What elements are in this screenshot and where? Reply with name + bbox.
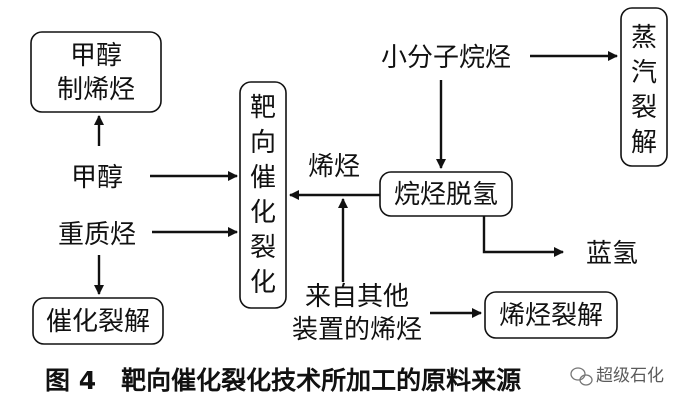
wechat-icon: [570, 367, 593, 386]
arrow-dehydro-to-h2: [482, 216, 565, 258]
watermark: 超级石化: [570, 366, 664, 386]
blue-hydrogen-label: 蓝氢: [586, 239, 638, 269]
targeted_catalytic_cracking-char: 化: [250, 268, 276, 298]
steam_cracking-char: 裂: [631, 93, 657, 123]
figure-caption: 图 4 靶向催化裂化技术所加工的原料来源: [45, 366, 521, 395]
mto-label-line2: 制烯烃: [57, 75, 135, 105]
small-molecule-alkanes-label: 小分子烷烃: [381, 43, 511, 73]
olefin-cracking-label: 烯烃裂解: [499, 301, 603, 331]
other-olefins-label-line2: 装置的烯烃: [292, 315, 422, 345]
steam_cracking-char: 解: [631, 128, 657, 158]
methanol-to-olefins-box: [30, 31, 162, 113]
targeted_catalytic_cracking-char: 靶: [250, 93, 276, 123]
targeted-catalytic-cracking-box: [239, 81, 287, 309]
steam_cracking-char: 蒸: [631, 23, 657, 53]
targeted_catalytic_cracking-char: 裂: [250, 233, 276, 263]
targeted_catalytic_cracking-char: 催: [250, 163, 276, 193]
other-olefins-label-line1: 来自其他: [305, 282, 409, 312]
targeted_catalytic_cracking-char: 化: [250, 198, 276, 228]
targeted_catalytic_cracking-char: 向: [250, 128, 276, 158]
catalytic-cracking-label: 催化裂解: [46, 307, 150, 337]
mto-label-line1: 甲醇: [70, 41, 122, 71]
heavy-hydrocarbon-label: 重质烃: [58, 220, 136, 250]
steam_cracking-char: 汽: [631, 58, 657, 88]
targeted-catalytic-cracking-label: 靶向催化裂化: [250, 93, 276, 298]
watermark-text: 超级石化: [596, 366, 664, 386]
olefins-label: 烯烃: [308, 152, 360, 182]
catalytic-cracking-box: [32, 297, 164, 345]
methanol-label: 甲醇: [71, 163, 123, 193]
olefin-cracking-box: [484, 291, 618, 339]
steam-cracking-box: [620, 7, 668, 167]
alkane-dehydrogenation-label: 烷烃脱氢: [394, 180, 498, 210]
